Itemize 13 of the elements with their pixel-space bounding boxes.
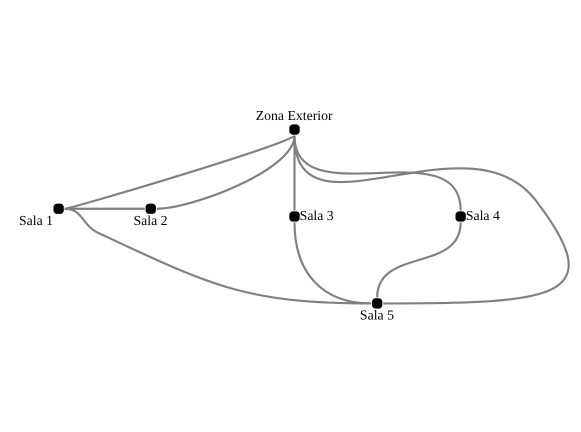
node-label: Sala 2 bbox=[134, 212, 168, 228]
node-label: Sala 1 bbox=[19, 212, 54, 228]
node-label: Zona Exterior bbox=[256, 107, 333, 122]
node-label: Sala 5 bbox=[360, 307, 394, 322]
connector bbox=[293, 222, 372, 304]
connector bbox=[376, 222, 462, 298]
connector bbox=[64, 134, 296, 210]
connector bbox=[293, 134, 570, 304]
connector bbox=[64, 207, 372, 304]
connector bbox=[64, 207, 145, 210]
node-label: Sala 3 bbox=[300, 207, 334, 222]
node-label: Sala 4 bbox=[466, 207, 500, 222]
connector bbox=[156, 134, 296, 210]
